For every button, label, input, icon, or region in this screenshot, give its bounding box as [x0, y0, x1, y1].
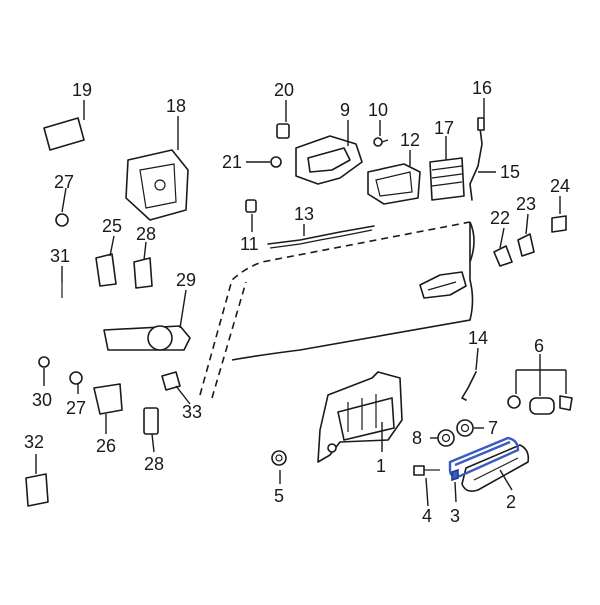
callout-1: 1 — [376, 456, 386, 476]
part-4-screw — [413, 465, 440, 476]
callout-23: 23 — [516, 194, 536, 214]
part-9-inside-handle — [295, 135, 363, 185]
part-19-cap — [43, 117, 85, 151]
callout-4: 4 — [422, 506, 432, 526]
door-shell — [199, 221, 475, 399]
callout-33: 33 — [182, 402, 202, 422]
callout-19: 19 — [72, 80, 92, 100]
callout-6: 6 — [534, 336, 544, 356]
part-27-nut-lower — [69, 371, 83, 385]
part-11-clip — [245, 199, 257, 213]
callout-25: 25 — [102, 216, 122, 236]
part-28-clip-upper — [133, 257, 153, 289]
part-24-clip — [551, 215, 567, 233]
callout-11: 11 — [240, 234, 259, 254]
callout-31: 31 — [50, 246, 70, 266]
callout-30: 30 — [32, 390, 52, 410]
part-30-clip — [38, 356, 50, 368]
part-16-rod — [469, 117, 485, 201]
callout-2: 2 — [506, 492, 516, 512]
callout-5: 5 — [274, 486, 284, 506]
callout-29: 29 — [176, 270, 196, 290]
part-23-clip — [517, 233, 535, 257]
callout-7: 7 — [488, 418, 498, 438]
callout-24: 24 — [550, 176, 570, 196]
part-26-bracket — [93, 383, 123, 415]
part-20-bracket — [276, 123, 290, 139]
callout-12: 12 — [400, 130, 420, 150]
part-22-clip — [493, 245, 513, 267]
part-33-clip — [161, 371, 181, 391]
part-5-clip — [271, 450, 287, 466]
callout-20: 20 — [274, 80, 294, 100]
part-25-hinge — [95, 253, 117, 287]
part-18-lock-assembly — [125, 149, 189, 221]
part-29-door-check — [103, 325, 191, 351]
part-32-cover — [25, 473, 49, 507]
part-28-clip-lower — [143, 407, 159, 435]
callout-10: 10 — [368, 100, 388, 120]
callout-labels: 1 2 3 4 5 6 7 8 9 10 11 12 13 14 15 16 1… — [24, 78, 570, 526]
part-8-seal — [437, 429, 455, 447]
part-27-nut-upper — [55, 213, 69, 227]
part-1-handle-carrier — [317, 371, 403, 463]
callout-15: 15 — [500, 162, 520, 182]
part-10-screw — [373, 137, 389, 147]
part-17-connector — [429, 157, 465, 201]
callout-27-lower: 27 — [66, 398, 86, 418]
callout-17: 17 — [434, 118, 454, 138]
part-14-rod — [461, 371, 477, 401]
part-6-lock-cylinder — [507, 395, 573, 415]
leader-lines — [35, 98, 567, 507]
callout-3: 3 — [450, 506, 460, 526]
callout-16: 16 — [472, 78, 492, 98]
part-21-screw — [270, 156, 282, 168]
part-12-bezel — [367, 163, 421, 205]
callout-27-upper: 27 — [54, 172, 74, 192]
callout-22: 22 — [490, 208, 510, 228]
part-3-handle-gasket — [448, 436, 520, 482]
part-7-seal — [456, 419, 474, 437]
callout-26: 26 — [96, 436, 116, 456]
callout-21: 21 — [222, 152, 242, 172]
callout-14: 14 — [468, 328, 488, 348]
callout-28-upper: 28 — [136, 224, 156, 244]
callout-18: 18 — [166, 96, 186, 116]
callout-9: 9 — [340, 100, 350, 120]
callout-8: 8 — [412, 428, 422, 448]
callout-13: 13 — [294, 204, 314, 224]
part-13-rod — [267, 225, 375, 249]
callout-32: 32 — [24, 432, 44, 452]
callout-28-lower: 28 — [144, 454, 164, 474]
